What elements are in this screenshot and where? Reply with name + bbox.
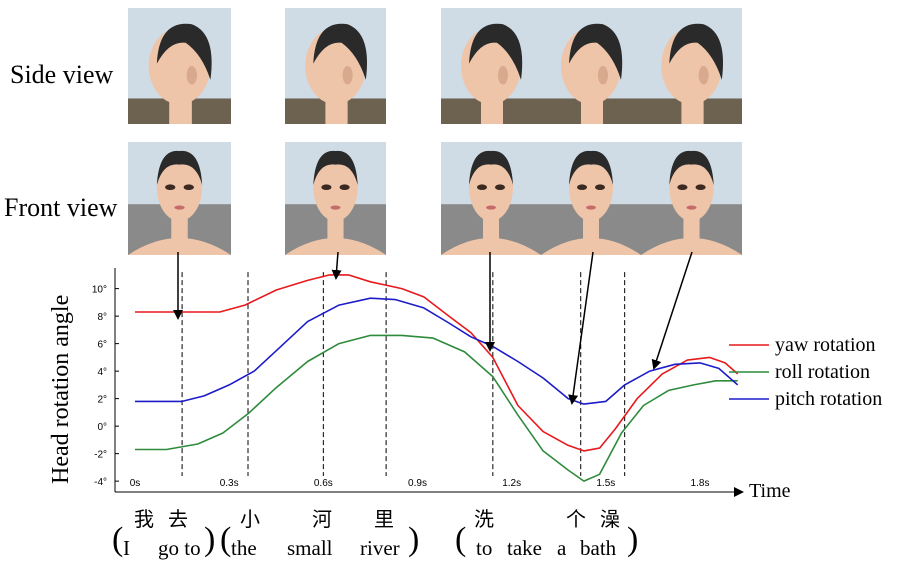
time-markers: [181, 272, 626, 476]
transcript-paren: (: [220, 521, 231, 558]
side-view-image-5: [641, 8, 742, 124]
legend-label: roll rotation: [775, 361, 870, 383]
frame-arrow: [331, 251, 342, 280]
frame-arrows: [173, 251, 693, 405]
series-line-yaw: [135, 274, 739, 452]
transcript-word-cn: 河: [312, 507, 332, 531]
transcript-word-en: bath: [580, 536, 617, 560]
frame-arrow: [568, 251, 594, 405]
y-tick-label: 6°: [97, 340, 107, 351]
transcript-word-en: small: [287, 536, 333, 560]
transcript-word-cn: 里: [374, 507, 394, 531]
transcript-word-en: to: [476, 536, 492, 560]
series-line-roll: [135, 334, 738, 482]
transcript-word-en: the: [231, 536, 257, 560]
side-view-image-2: [285, 8, 386, 124]
y-tick-label: 8°: [97, 312, 107, 323]
side-view-image-4: [541, 8, 641, 124]
transcript-word-en: go to: [158, 536, 201, 560]
x-tick-label: 0.3s: [220, 478, 239, 489]
front-view-label: Front view: [4, 193, 118, 222]
transcript-word-cn: 个: [566, 507, 586, 531]
legend-label: yaw rotation: [775, 334, 876, 356]
transcript-word-en: a: [557, 536, 567, 560]
transcript-paren: ): [204, 521, 215, 558]
transcript-word-cn: 我: [134, 507, 154, 531]
front-view-image-3: [441, 142, 541, 255]
x-tick-label: 1.2s: [502, 478, 521, 489]
front-view-image-5: [641, 142, 742, 255]
y-axis-label: Head rotation angle: [48, 295, 74, 484]
series-line-pitch: [135, 297, 739, 405]
legend-label: pitch rotation: [775, 388, 882, 410]
front-view-image-4: [541, 142, 641, 255]
series-lines: [135, 274, 739, 482]
transcript-paren: ): [408, 521, 419, 558]
transcript-word-cn: 小: [240, 507, 260, 531]
y-tick-label: 0°: [97, 422, 107, 433]
transcript-paren: (: [112, 521, 123, 558]
front-view-image-2: [285, 142, 386, 255]
transcript-word-en: river: [360, 536, 400, 560]
front-view-image-1: [128, 142, 231, 255]
transcript-paren: ): [627, 521, 638, 558]
x-tick-label: 1.8s: [691, 478, 710, 489]
side-view-label: Side view: [10, 60, 114, 89]
transcript-word-cn: 去: [168, 507, 188, 531]
transcript-word-cn: 洗: [474, 507, 494, 531]
y-tick-label: 4°: [97, 367, 107, 378]
chart-axes: 10° 8° 6° 4° 2° 0° -2° -4° 0s 0.3s 0.6s 0.9s 1.2s 1.5…: [92, 268, 744, 497]
x-axis-label: Time: [749, 480, 791, 502]
x-tick-label: 1.5s: [596, 478, 615, 489]
transcript-word-en: take: [507, 536, 542, 560]
y-tick-label: 2°: [97, 395, 107, 406]
y-tick-label: -2°: [94, 450, 107, 461]
transcript-word-cn: 澡: [600, 507, 620, 531]
head-rotation-chart: 10° 8° 6° 4° 2° 0° -2° -4° 0s 0.3s 0.6s 0.9s 1.2s 1.5…: [48, 251, 882, 560]
legend: yaw rotation roll rotation pitch rotation: [729, 334, 882, 410]
y-tick-label: -4°: [94, 477, 107, 488]
transcript-word-en: I: [123, 536, 130, 560]
y-tick-label: 10°: [92, 285, 107, 296]
frame-arrow: [651, 251, 693, 370]
x-tick-label: 0.9s: [408, 478, 427, 489]
transcript-paren: (: [455, 521, 466, 558]
x-tick-label: 0s: [130, 478, 141, 489]
side-view-image-3: [441, 8, 541, 124]
side-view-image-1: [128, 8, 231, 124]
x-tick-label: 0.6s: [314, 478, 333, 489]
